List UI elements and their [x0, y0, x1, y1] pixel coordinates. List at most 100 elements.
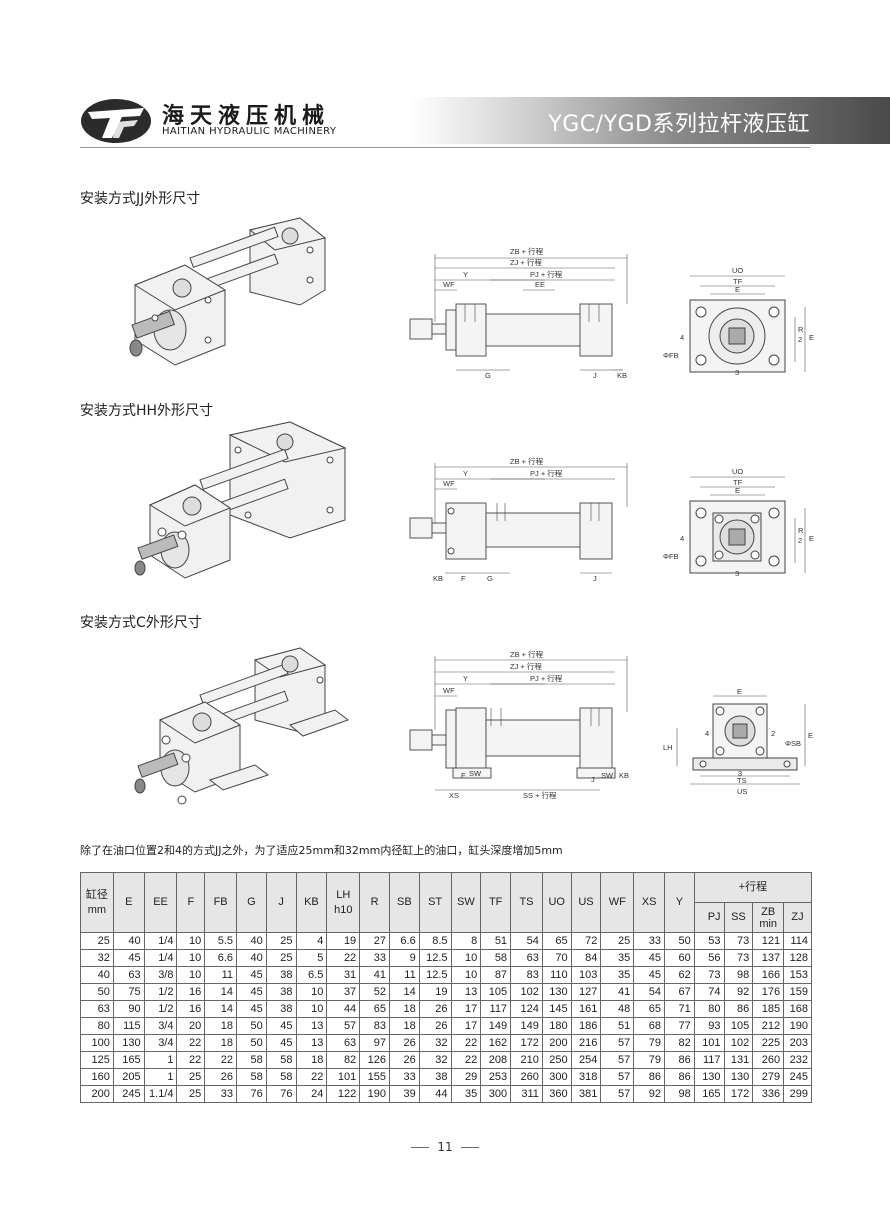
dim-zj: ZJ + 行程 [510, 257, 542, 267]
hh-end-view-drawing: UO TF E E R 2 4 3 ΦFB [655, 463, 825, 583]
table-cell: 6.6 [388, 932, 420, 950]
c-isometric-drawing [120, 640, 350, 820]
table-cell: 103 [570, 966, 602, 984]
dim-e-side: E [809, 333, 814, 342]
section-title-c: 安装方式C外形尺寸 [80, 615, 202, 631]
table-cell: 299 [783, 1085, 812, 1103]
table-cell: 41 [600, 983, 635, 1001]
c-port-2: 2 [771, 729, 775, 738]
dim-g: G [485, 371, 491, 380]
dim-r: R [798, 325, 804, 334]
hh-dim-r: R [798, 526, 804, 535]
c-dim-ts: TS [737, 776, 747, 785]
table-cell: 51 [600, 1017, 635, 1035]
table-cell: 54 [510, 932, 543, 950]
table-cell: 10 [450, 966, 482, 984]
c-dim-wf: WF [443, 686, 455, 695]
table-cell: 25 [600, 932, 635, 950]
header-rule [80, 147, 810, 148]
table-cell: 12.5 [418, 949, 452, 967]
c-dim-e-side: E [808, 731, 813, 740]
table-cell: 72 [570, 932, 602, 950]
table-cell: 14 [204, 983, 238, 1001]
table-cell: 98 [664, 1085, 695, 1103]
table-cell: 40 [112, 932, 145, 950]
hh-side-view-drawing: ZB + 行程 Y PJ + 行程 WF KB F G J [405, 455, 635, 585]
table-cell: 161 [570, 1000, 602, 1018]
dim-tf: TF [733, 277, 743, 286]
zb-label: ZB [761, 905, 776, 918]
table-cell: 3/4 [143, 1034, 178, 1052]
hh-dim-e: E [735, 486, 740, 495]
cell-bore: 32 [80, 949, 114, 967]
table-cell: 58 [236, 1068, 267, 1086]
cell-bore: 160 [80, 1068, 114, 1086]
table-cell: 57 [600, 1085, 635, 1103]
table-cell: 35 [600, 966, 635, 984]
c-dim-f: F [461, 771, 466, 780]
table-cell: 10 [450, 949, 482, 967]
table-cell: 216 [570, 1034, 602, 1052]
table-cell: 5.5 [204, 932, 238, 950]
cell-bore: 125 [80, 1051, 114, 1069]
table-cell: 45 [633, 966, 666, 984]
table-cell: 102 [723, 1034, 754, 1052]
c-dim-e: E [737, 687, 742, 696]
cell-bore: 100 [80, 1034, 114, 1052]
table-cell: 1 [143, 1051, 178, 1069]
table-cell: 54 [633, 983, 666, 1001]
table-cell: 20 [176, 1017, 206, 1035]
table-cell: 22 [204, 1051, 238, 1069]
table-cell: 79 [633, 1051, 666, 1069]
port-4: 4 [680, 333, 684, 342]
table-cell: 53 [693, 932, 725, 950]
table-cell: 10 [176, 949, 206, 967]
table-cell: 37 [326, 983, 361, 1001]
table-cell: 8 [450, 932, 482, 950]
table-cell: 26 [388, 1034, 420, 1052]
table-cell: 1/2 [143, 1000, 178, 1018]
table-cell: 71 [664, 1000, 695, 1018]
table-cell: 10 [176, 932, 206, 950]
c-port-4: 4 [705, 729, 709, 738]
table-cell: 128 [783, 949, 812, 967]
hh-dim-tf: TF [733, 478, 743, 487]
table-cell: 48 [600, 1000, 635, 1018]
table-cell: 13 [450, 983, 482, 1001]
table-cell: 65 [541, 932, 572, 950]
note-text: 除了在油口位置2和4的方式JJ之外，为了适应25mm和32mm内径缸上的油口，缸… [80, 844, 563, 857]
table-cell: 172 [510, 1034, 543, 1052]
port-3: 3 [735, 368, 739, 377]
table-cell: 1/2 [143, 983, 178, 1001]
table-cell: 50 [664, 932, 695, 950]
table-cell: 57 [600, 1034, 635, 1052]
hh-dim-y: Y [463, 469, 468, 478]
hh-dim-e-side: E [809, 534, 814, 543]
hh-dim-pj: PJ + 行程 [530, 468, 563, 478]
c-dim-us: US [737, 787, 747, 796]
table-cell: 117 [480, 1000, 512, 1018]
c-dim-sb: ΦSB [785, 739, 801, 748]
table-cell: 17 [450, 1017, 482, 1035]
table-cell: 381 [570, 1085, 602, 1103]
table-cell: 63 [326, 1034, 361, 1052]
col-header: EE [143, 872, 178, 933]
table-cell: 14 [204, 1000, 238, 1018]
table-cell: 279 [752, 1068, 785, 1086]
table-cell: 14 [388, 983, 420, 1001]
table-cell: 101 [326, 1068, 361, 1086]
table-cell: 40 [236, 949, 267, 967]
table-cell: 75 [112, 983, 145, 1001]
table-cell: 25 [265, 949, 297, 967]
cell-bore: 50 [80, 983, 114, 1001]
table-cell: 26 [204, 1068, 238, 1086]
table-cell: 260 [752, 1051, 785, 1069]
table-cell: 149 [510, 1017, 543, 1035]
table-cell: 166 [752, 966, 785, 984]
table-cell: 33 [204, 1085, 238, 1103]
dim-j: J [593, 371, 597, 380]
dim-y: Y [463, 270, 468, 279]
